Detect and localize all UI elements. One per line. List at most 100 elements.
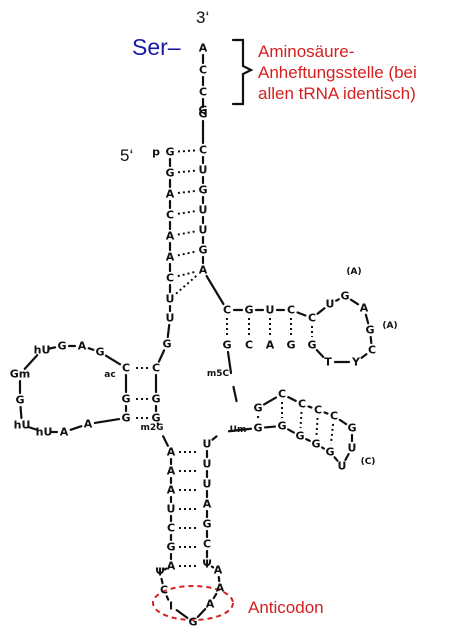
nucleotide-t-optional-b: (A) bbox=[382, 321, 397, 331]
nucleotide-linker: G bbox=[162, 338, 171, 351]
nucleotide-t-loop: Y bbox=[351, 356, 361, 369]
acceptor-bond bbox=[177, 270, 196, 278]
attachment-line-2: Anheftungsstelle (bei bbox=[258, 63, 417, 82]
acceptor-bond bbox=[177, 230, 196, 236]
nucleotide-anticodon-left: A bbox=[167, 446, 176, 459]
variable-stem-bond bbox=[299, 411, 303, 429]
nucleotide-d-loop: G bbox=[57, 340, 66, 353]
nucleotide-variable-bottom: G bbox=[253, 422, 262, 435]
nucleotide-t-loop: G bbox=[365, 324, 374, 337]
nucleotide-t-bottom: G bbox=[222, 339, 231, 352]
nucleotide-anticodon-right: U bbox=[203, 458, 212, 471]
nucleotide-d-stem-inner: C bbox=[152, 362, 160, 375]
variable-bottom-backbone bbox=[211, 435, 218, 441]
five-prime-phosphate: p bbox=[152, 146, 160, 159]
t-loop-backbone bbox=[315, 348, 325, 359]
anticodon-loop-backbone bbox=[163, 567, 168, 571]
variable-bottom-backbone bbox=[287, 428, 295, 434]
nucleotide-t-top: C bbox=[223, 304, 231, 317]
d-loop-backbone bbox=[23, 354, 39, 370]
attachment-bracket bbox=[231, 38, 254, 106]
nucleotide-acceptor-left: G bbox=[165, 167, 174, 180]
modification-m2g: m2G bbox=[140, 423, 163, 433]
nucleotide-variable-top: C bbox=[278, 388, 286, 401]
nucleotide-variable-top: C bbox=[298, 398, 306, 411]
nucleotide-d-loop: Gm bbox=[10, 368, 31, 381]
d-loop-backbone bbox=[87, 347, 95, 351]
nucleotide-variable-prefix: Um bbox=[230, 425, 247, 435]
nucleotide-d-loop: G bbox=[95, 346, 104, 359]
nucleotide-d-loop: G bbox=[15, 394, 24, 407]
nucleotide-anticodon-right: U bbox=[203, 478, 212, 491]
nucleotide-acceptor-left: C bbox=[166, 272, 174, 285]
nucleotide-t-top: C bbox=[308, 312, 316, 325]
nucleotide-anticodon-loop: G bbox=[188, 616, 197, 629]
nucleotide-t-loop: C bbox=[368, 344, 376, 357]
variable-top-backbone bbox=[262, 396, 278, 406]
variable-stem-bond bbox=[329, 423, 335, 445]
t-to-variable-backbone bbox=[232, 385, 238, 403]
nucleotide-acceptor-tail: C bbox=[199, 86, 207, 99]
nucleotide-linker: U bbox=[166, 312, 175, 325]
variable-bottom-backbone bbox=[263, 425, 277, 429]
nucleotide-acceptor-right: U bbox=[199, 224, 208, 237]
nucleotide-variable-bottom: G bbox=[311, 438, 320, 451]
anticodon-left-backbone bbox=[162, 435, 169, 447]
base-pair-bonds bbox=[134, 149, 335, 567]
nucleotide-d-loop: hU bbox=[34, 344, 51, 357]
nucleotide-anticodon-left: G bbox=[166, 541, 175, 554]
variable-bottom-backbone bbox=[227, 427, 253, 433]
anticodon-loop-backbone bbox=[210, 565, 215, 569]
acceptor-bond bbox=[177, 189, 196, 195]
nucleotide-variable-loop: G bbox=[347, 422, 356, 435]
anticodon-loop-backbone bbox=[175, 609, 189, 619]
d-loop-backbone bbox=[47, 346, 57, 350]
nucleotide-d-loop: hU bbox=[36, 426, 53, 439]
nucleotide-acceptor-left: A bbox=[166, 188, 175, 201]
linker-backbone bbox=[166, 323, 171, 339]
anticodon-loop-backbone bbox=[196, 607, 207, 619]
variable-bottom-backbone bbox=[305, 438, 311, 442]
nucleotide-anticodon-right: G bbox=[202, 518, 211, 531]
t-loop-backbone bbox=[296, 311, 307, 317]
nucleotide-anticodon-loop: A bbox=[214, 564, 223, 577]
nucleotide-t-top: C bbox=[287, 304, 295, 317]
nucleotide-d-stem-outer: C bbox=[122, 362, 130, 375]
variable-top-backbone bbox=[333, 456, 339, 462]
t-loop-backbone bbox=[364, 313, 370, 325]
attachment-line-3: allen tRNA identisch) bbox=[258, 84, 416, 103]
nucleotide-acceptor-right: C bbox=[199, 144, 207, 157]
nucleotide-anticodon-left: A bbox=[167, 465, 176, 478]
t-loop-backbone bbox=[369, 335, 373, 345]
nucleotide-t-bottom: C bbox=[245, 339, 253, 352]
anticodon-label: Anticodon bbox=[248, 598, 324, 617]
nucleotide-acceptor-right: G bbox=[198, 244, 207, 257]
anticodon-loop-backbone bbox=[165, 595, 170, 601]
modification-m5c: m5C bbox=[207, 369, 230, 379]
nucleotide-t-bottom: G bbox=[286, 339, 295, 352]
nucleotide-acceptor-right: G bbox=[198, 184, 207, 197]
nucleotide-anticodon-loop: Ψ bbox=[155, 566, 164, 579]
nucleotide-variable-bottom: G bbox=[277, 420, 286, 433]
nucleotide-acceptor-right: G bbox=[198, 108, 207, 121]
variable-top-backbone bbox=[287, 396, 297, 402]
t-loop-backbone bbox=[335, 298, 340, 302]
nucleotide-anticodon-left: A bbox=[167, 560, 176, 573]
nucleotide-t-bottom: G bbox=[307, 339, 316, 352]
d-loop-backbone bbox=[27, 426, 39, 431]
d-loop-backbone bbox=[69, 425, 83, 431]
nucleotide-t-loop: G bbox=[340, 290, 349, 303]
nucleotide-acceptor-left: A bbox=[166, 251, 175, 264]
nucleotide-variable-bottom: G bbox=[295, 430, 304, 443]
nucleotide-acceptor-left: C bbox=[166, 209, 174, 222]
t-loop-backbone bbox=[360, 353, 368, 359]
d-loop-backbone bbox=[104, 354, 122, 366]
nucleotide-d-stem-inner: G bbox=[151, 412, 160, 425]
nucleotide-anticodon-left: C bbox=[167, 522, 175, 535]
acceptor-bond bbox=[177, 169, 196, 174]
nucleotide-d-stem-inner: G bbox=[151, 393, 160, 406]
nucleotide-t-loop: T bbox=[324, 356, 332, 369]
nucleotide-variable-optional: (C) bbox=[361, 457, 376, 467]
nucleotide-d-loop: A bbox=[60, 426, 69, 439]
